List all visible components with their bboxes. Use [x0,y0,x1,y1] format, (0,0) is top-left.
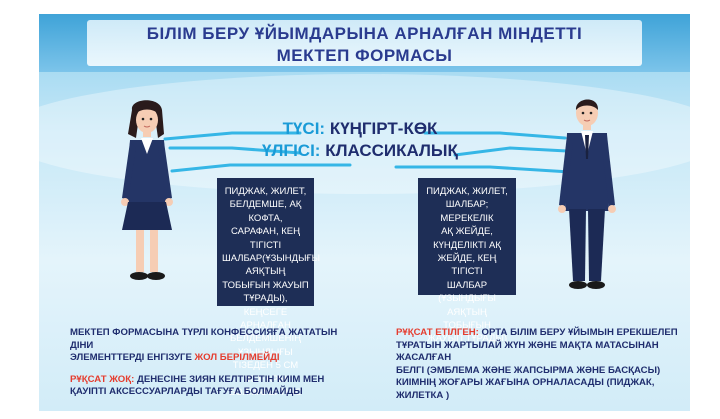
boy-uniform-box: ПИДЖАК, ЖИЛЕТ, ШАЛБАР; МЕРЕКЕЛІК АҚ ЖЕЙД… [418,178,516,344]
boy-box-line: ШАЛБАР; МЕРЕКЕЛІК [440,199,494,224]
boy-connector-color [423,131,567,140]
prohibited-note-line-1: РҰҚСАТ ЖОҚ: ДЕНЕСІНЕ ЗИЯН КЕЛТІРЕТІН КИІ… [70,374,360,387]
style-value: КЛАССИКАЛЫҚ [325,141,458,160]
allowed-text: ОРТА БІЛІМ БЕРУ ҰЙЫМЫН ЕРЕКШЕЛЕП [481,327,678,338]
not-allowed-highlight: ЖОЛ БЕРІЛМЕЙДІ [194,352,280,363]
prohibited-label: РҰҚСАТ ЖОҚ: [70,373,137,385]
boy-box-line: ЖЕЙДЕ, КЕҢ ТІГІСТІ [437,253,497,278]
allowed-note-line-1: РҰҚСАТ ЕТІЛГЕН: ОРТА БІЛІМ БЕРУ ҰЙЫМЫН Е… [396,327,686,340]
religious-elements-note: МЕКТЕП ФОРМАСЫНА ТҮРЛІ КОНФЕССИЯҒА ЖАТАТ… [70,327,360,399]
girl-connector-style [168,146,302,155]
color-value: КҮҢГІРТ-КӨК [329,119,438,138]
allowed-note-line-4: КИІМНІҢ ЖОҒАРЫ ЖАҒЫНА ОРНАЛАСАДЫ (ПИДЖАК… [396,377,655,401]
girl-box-line: БЕЛДЕМШЕ, АҚ КОФТА, [229,199,302,224]
allowed-label: РҰҚСАТ ЕТІЛГЕН: [396,327,482,338]
prohibited-note-line-2: ҚАУІПТІ АКСЕССУАРЛАРДЫ ТАҒУҒА БОЛМАЙДЫ [70,386,303,397]
prohibited-text: ДЕНЕСІНЕ ЗИЯН КЕЛТІРЕТІН КИІМ МЕН [136,373,325,385]
title-band [87,20,642,66]
allowed-note: РҰҚСАТ ЕТІЛГЕН: ОРТА БІЛІМ БЕРУ ҰЙЫМЫН Е… [396,327,686,402]
allowed-note-line-2: ТҰРАТЫН ЖАРТЫЛАЙ ЖҮН ЖӘНЕ МАҚТА МАТАСЫНА… [396,339,659,364]
boy-box-line: ЖАУЫП ТҰРАДЫ) [426,333,508,345]
color-row: ТҮСІ: КҮҢГІРТ-КӨК [0,119,720,139]
boy-box-line: ШАЛБАР (ҰЗЫНДЫҒЫ [438,279,496,305]
girl-uniform-box: ПИДЖАК, ЖИЛЕТ, БЕЛДЕМШЕ, АҚ КОФТА, САРАФ… [217,178,321,398]
religious-note-line-1: МЕКТЕП ФОРМАСЫНА ТҮРЛІ КОНФЕССИЯҒА ЖАТАТ… [70,327,338,351]
boy-figure-illustration [558,99,616,289]
allowed-note-line-3: БЕЛГІ (ЭМБЛЕМА ЖӘНЕ ЖАПСЫРМА ЖӘНЕ БАСҚАС… [396,364,661,376]
header-banner [39,14,690,72]
religious-note-line-2: ЭЛЕМЕНТТЕРДІ ЕНГІЗУГЕ ЖОЛ БЕРІЛМЕЙДІ [70,352,360,365]
boy-box-line: АҚ ЖЕЙДЕ, КҮНДЕЛІКТІ АҚ [433,226,501,251]
girl-box-line: АЯҚТЫҢ ТОБЫҒЫН ЖАУЫП [222,266,309,291]
religious-note-prefix: ЭЛЕМЕНТТЕРДІ ЕНГІЗУГЕ [70,352,195,363]
boy-connector-style [453,146,569,157]
boy-box-line: АЯҚТЫҢ ТОБЫҒЫН [443,306,491,332]
girl-figure-illustration [121,100,173,280]
girl-box-line: САРАФАН, КЕҢ ТІГІСТІ [231,226,300,251]
title-line-1: БІЛІМ БЕРУ ҰЙЫМДАРЫНА АРНАЛҒАН МІНДЕТТІ [146,24,583,43]
boy-connector-box [394,165,572,174]
girl-box-line: ЖОҒАРЫ БОЛМАУЫ ТИІС [229,373,302,399]
style-key: ҮЛГІСІ: [262,141,321,160]
girl-connector-box [170,163,352,173]
style-row: ҮЛГІСІ: КЛАССИКАЛЫҚ [0,141,720,161]
girl-connector-color [163,131,302,141]
color-key: ТҮСІ: [282,119,326,138]
girl-box-line: ҰЗЫНДЫҒЫ ТІЗЕДЕН 5 СМ [232,346,299,372]
girl-box-line: ПИДЖАК, ЖИЛЕТ, [224,186,307,197]
boy-box-line: ПИДЖАК, ЖИЛЕТ, [426,186,508,197]
girl-box-line: АРНАЛҒАН БЕЛДЕМШЕНІҢ [230,320,301,345]
girl-box-line: ТҰРАДЫ), КЕҢСЕГЕ [243,293,288,318]
title-line-2: МЕКТЕП ФОРМАСЫ [276,46,453,65]
girl-box-line: ШАЛБАР(ҰЗЫНДЫҒЫ [222,253,321,265]
